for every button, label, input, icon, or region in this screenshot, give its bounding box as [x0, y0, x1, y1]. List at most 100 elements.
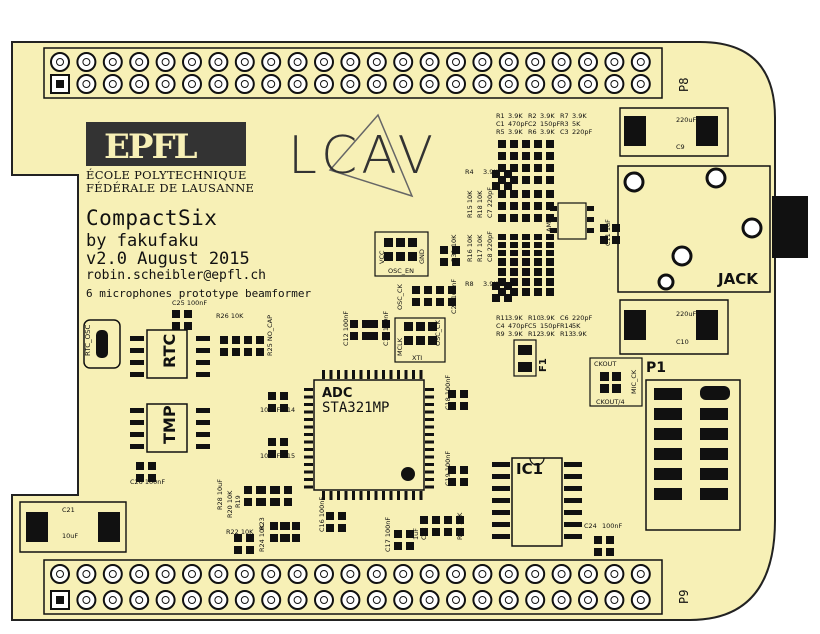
- value-table-top-cell: R2: [528, 112, 537, 120]
- value-table-top-cell: 3.9K: [540, 128, 555, 136]
- adc-pin1-dot: [401, 467, 415, 481]
- r20-pad: [244, 498, 252, 506]
- p1-outline: [645, 379, 741, 531]
- header-pin-hole: [610, 58, 619, 66]
- array-pad-top: [522, 140, 530, 148]
- adc-chip-pin: [419, 370, 423, 379]
- header-bottom-outline: [43, 559, 663, 615]
- array-pad-mid: [534, 202, 542, 210]
- rtc-chip-pin: [130, 336, 144, 341]
- c26-pad: [136, 474, 144, 482]
- rtc-osc-outline: [83, 319, 121, 369]
- array-pad-mid: [522, 202, 530, 210]
- c13-pad: [382, 320, 390, 328]
- c22-pad: [420, 528, 428, 536]
- r21-pad: [444, 528, 452, 536]
- array-pad-top: [498, 152, 506, 160]
- amp-label: AMP: [545, 218, 553, 232]
- r4-pad: [504, 170, 512, 178]
- rtc-chip-pin: [196, 372, 210, 377]
- tmp-chip-pin: [196, 444, 210, 449]
- c19-pad: [460, 466, 468, 474]
- c14-pad: [280, 392, 288, 400]
- header-pin-hole: [188, 58, 196, 66]
- osc-pad-pad: [436, 298, 444, 306]
- c13-pad: [370, 320, 378, 328]
- header-pin-hole: [293, 80, 302, 88]
- amp-chip-pin: [587, 206, 594, 211]
- c15-pad: [268, 450, 276, 458]
- epfl-line2: FÉDÉRALE DE LAUSANNE: [86, 181, 255, 195]
- header-pin-hole: [452, 570, 460, 578]
- adc-chip-pin: [304, 395, 313, 399]
- rtc-chip-pin: [196, 360, 210, 365]
- r16-label: R16 10K: [466, 234, 474, 262]
- osc-ck-label: OSC_CK: [396, 284, 404, 310]
- tmp-chip-pin: [196, 432, 210, 437]
- r8-pad: [504, 282, 512, 290]
- header-pin-hole: [82, 596, 91, 604]
- value-table-bottom-cell: C5: [528, 322, 537, 330]
- adc-chip-pin: [304, 433, 313, 436]
- value-table-top-cell: R3: [560, 120, 569, 128]
- header-pin-hole: [584, 80, 592, 88]
- header-pin-hole: [531, 58, 540, 66]
- c9-pad: [624, 116, 646, 146]
- c9-outline: [619, 107, 729, 157]
- array-pad-bottom: [546, 268, 554, 276]
- header-pin-hole: [161, 80, 170, 88]
- c22-pad: [432, 516, 440, 524]
- r17-label: R17 10K: [476, 234, 484, 262]
- ic1-chip-pin: [564, 486, 582, 491]
- r4-pad: [492, 182, 500, 190]
- c13-label: C13 100nF: [382, 310, 390, 346]
- adc-chip-pin: [304, 388, 313, 391]
- value-table-bottom-cell: 3.9K: [540, 330, 555, 338]
- array-pad-top: [546, 140, 554, 148]
- p1-pad: [700, 488, 728, 500]
- rtc-osc-crystal: [96, 330, 108, 358]
- tmp-chip-pin: [196, 408, 210, 413]
- tmp-chip-pin: [130, 432, 144, 437]
- p1-pad: [700, 448, 728, 460]
- adc-chip-pin: [425, 425, 434, 429]
- r22-pad: [234, 534, 242, 542]
- header-pin-hole: [425, 596, 434, 604]
- header-pin-hole: [399, 58, 408, 66]
- r8-label: R8: [465, 280, 474, 288]
- header-pin-hole: [56, 570, 64, 578]
- array-pad-mid2: [546, 250, 554, 256]
- osc-ck-label-2: OSC_CK: [434, 320, 442, 346]
- value-table-top-cell: 3.9K: [508, 112, 523, 120]
- value-table-bottom-cell: 150pF: [540, 322, 561, 330]
- r25-pad-pad: [256, 348, 264, 356]
- array-pad-bottom: [510, 258, 518, 266]
- adc-chip-pin: [344, 370, 348, 379]
- c18-pad: [448, 402, 456, 410]
- array-pad-mid: [498, 202, 506, 210]
- vcc-label: VCC: [378, 250, 386, 264]
- tmp-chip-pin: [130, 408, 144, 413]
- header-pin-hole: [161, 58, 170, 66]
- value-table-top-cell: 470pF: [508, 120, 529, 128]
- header-pin-hole: [214, 80, 223, 88]
- header-pin-hole: [504, 596, 513, 604]
- p1-pad: [700, 428, 728, 440]
- osc-en-pad: [408, 238, 417, 247]
- value-table-top-cell: 220pF: [572, 128, 593, 136]
- xti-label: XTI: [412, 354, 423, 362]
- c14-pad: [268, 404, 276, 412]
- c15-label: 100nF C15: [260, 452, 296, 460]
- header-pin-hole: [188, 570, 196, 578]
- header-pin-hole: [531, 570, 540, 578]
- adc-chip-pin: [304, 425, 313, 429]
- adc-chip-pin: [419, 491, 423, 500]
- c12-label: C12 100nF: [342, 310, 350, 346]
- adc-label: ADC: [322, 386, 353, 401]
- r20-label: R20 10K: [226, 490, 234, 518]
- header-pin-hole: [293, 58, 302, 66]
- value-table-top-cell: R1: [496, 112, 505, 120]
- header-pin-hole: [240, 58, 249, 66]
- r26-pad: [232, 336, 240, 344]
- array-pad-top: [522, 164, 530, 172]
